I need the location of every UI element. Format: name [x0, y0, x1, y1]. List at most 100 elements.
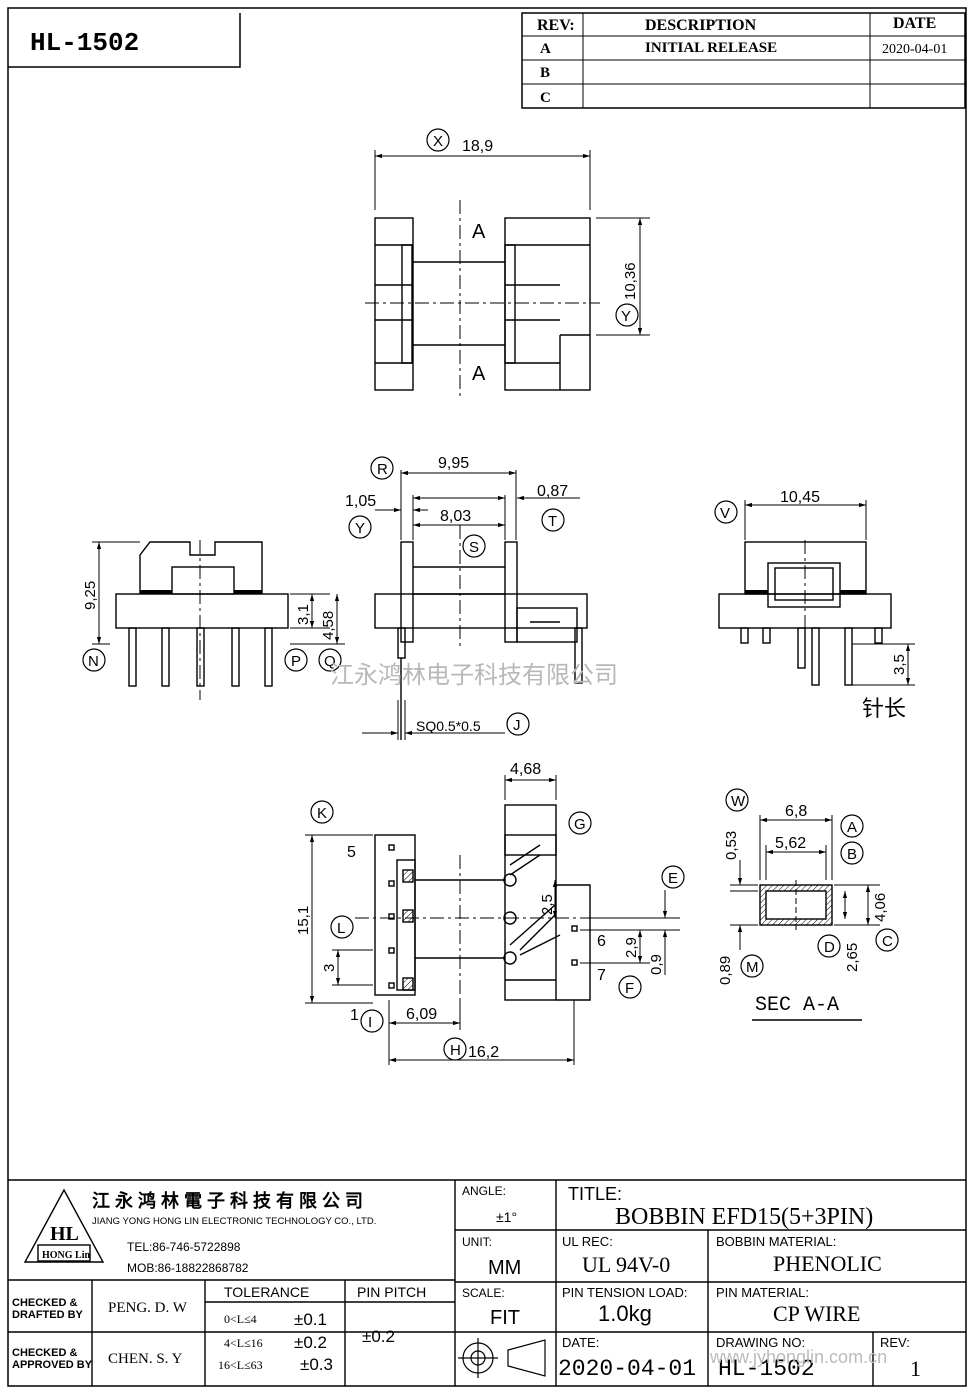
pin-length-label: 针长: [862, 696, 906, 721]
pin-5: 5: [347, 844, 356, 861]
company-mob: MOB:86-18822868782: [127, 1261, 249, 1275]
dim-3: 3: [321, 964, 338, 972]
dim-16-2: 16,2: [468, 1044, 499, 1061]
tolerance-range-2: 4<L≤16: [224, 1336, 263, 1350]
bobbin-material-label: BOBBIN MATERIAL:: [716, 1234, 836, 1249]
label-c: C: [882, 933, 893, 950]
label-s: S: [469, 539, 479, 556]
label-n: N: [88, 653, 99, 670]
dim-9-95: 9,95: [438, 455, 469, 472]
label-k: K: [317, 805, 327, 822]
company-name-en: JIANG YONG HONG LIN ELECTRONIC TECHNOLOG…: [92, 1216, 376, 1227]
pin-pitch-label: PIN PITCH: [357, 1284, 426, 1300]
pin-7: 7: [597, 967, 606, 984]
revision-table: REV: DESCRIPTION DATE A INITIAL RELEASE …: [521, 12, 966, 109]
rev-row-a: A: [540, 41, 551, 57]
label-l: L: [337, 920, 345, 937]
label-b: B: [847, 846, 857, 863]
label-v: V: [720, 505, 730, 522]
drawing-no-label: DRAWING NO:: [716, 1335, 805, 1350]
section-view: [725, 788, 899, 1021]
label-y-front: Y: [355, 520, 365, 537]
dim-6-09: 6,09: [406, 1006, 437, 1023]
side-view-left: [82, 540, 345, 700]
rev-row-a-date: 2020-04-01: [882, 42, 947, 57]
label-g: G: [574, 816, 586, 833]
website-watermark: www.jyhonglin.com.cn: [709, 1347, 887, 1367]
tolerance-range-1: 0<L≤4: [224, 1312, 257, 1326]
bobbin-material-value: PHENOLIC: [773, 1251, 882, 1276]
label-h: H: [450, 1042, 461, 1059]
angle-label: ANGLE:: [462, 1184, 506, 1198]
dim-9-25: 9,25: [82, 581, 99, 610]
unit-label: UNIT:: [462, 1235, 492, 1249]
ul-value: UL 94V-0: [582, 1252, 670, 1277]
pin-tension-label: PIN TENSION LOAD:: [562, 1285, 687, 1300]
dim-10-36: 10,36: [622, 262, 639, 300]
dim-8-03: 8,03: [440, 508, 471, 525]
label-w: W: [731, 793, 746, 810]
rev-row-a-desc: INITIAL RELEASE: [645, 40, 777, 56]
tolerance-value-1: ±0.1: [294, 1310, 327, 1329]
rev-row-b: B: [540, 65, 550, 81]
dim-0-9: 0,9: [648, 954, 665, 975]
dim-10-45: 10,45: [780, 489, 820, 506]
watermark: 江永鸿林电子科技有限公司: [330, 662, 618, 689]
dim-2-5: 2,5: [539, 894, 556, 915]
pin-material-value: CP WIRE: [773, 1301, 860, 1326]
label-e: E: [668, 870, 678, 887]
rev-header: REV:: [537, 17, 575, 34]
dim-5-62: 5,62: [775, 835, 806, 852]
company-name-cn: 江永鸿林電子科技有限公司: [92, 1190, 368, 1211]
part-number-box: HL-1502: [8, 13, 241, 68]
title-block-grid: [8, 1179, 966, 1386]
label-d: D: [824, 939, 835, 956]
label-a: A: [847, 819, 857, 836]
dim-18-9: 18,9: [462, 138, 493, 155]
drawing-no-value: HL-1502: [718, 1356, 815, 1382]
pin-6: 6: [597, 933, 606, 950]
tolerance-range-3: 16<L≤63: [218, 1358, 263, 1372]
date-label: DATE:: [562, 1335, 599, 1350]
pin-1: 1: [350, 1007, 359, 1024]
scale-label: SCALE:: [462, 1286, 505, 1300]
tolerance-label: TOLERANCE: [224, 1284, 309, 1300]
section-mark-bottom: A: [472, 363, 486, 385]
label-p: P: [291, 653, 301, 670]
label-i: I: [368, 1014, 372, 1031]
unit-value: MM: [488, 1257, 521, 1279]
bottom-view: [305, 775, 685, 1065]
label-m: M: [746, 959, 759, 976]
ul-label: UL REC:: [562, 1234, 613, 1249]
pin-size-dim: SQ0.5*0.5: [416, 718, 481, 734]
angle-value: ±1°: [496, 1209, 517, 1225]
dim-0-87: 0,87: [537, 483, 568, 500]
dim-4-06: 4,06: [872, 893, 889, 922]
rev-label: REV:: [880, 1335, 910, 1350]
title-label: TITLE:: [568, 1184, 622, 1204]
description-header: DESCRIPTION: [645, 17, 757, 34]
company-logo: [23, 1188, 105, 1263]
dim-3-5: 3,5: [891, 654, 908, 675]
date-header: DATE: [893, 15, 936, 32]
top-view: [365, 128, 650, 400]
checked-drafted-label: CHECKED &DRAFTED BY: [12, 1297, 84, 1321]
title-value: BOBBIN EFD15(5+3PIN): [615, 1204, 873, 1230]
part-number: HL-1502: [30, 28, 139, 58]
label-f: F: [625, 980, 634, 997]
front-view: [348, 456, 588, 740]
dim-6-8: 6,8: [785, 803, 807, 820]
dim-1-05: 1,05: [345, 493, 376, 510]
rev-row-c: C: [540, 90, 551, 106]
label-x: X: [433, 133, 443, 150]
dim-4-58: 4,58: [320, 611, 337, 640]
logo-text: HL: [50, 1223, 79, 1245]
section-title: SEC A-A: [755, 994, 839, 1017]
logo-subtext: HONG Lin: [42, 1250, 91, 1261]
pin-tension-value: 1.0kg: [598, 1301, 652, 1326]
scale-value: FIT: [490, 1307, 520, 1329]
dim-4-68: 4,68: [510, 761, 541, 778]
side-view-right: [714, 500, 915, 686]
label-j: J: [513, 717, 521, 734]
